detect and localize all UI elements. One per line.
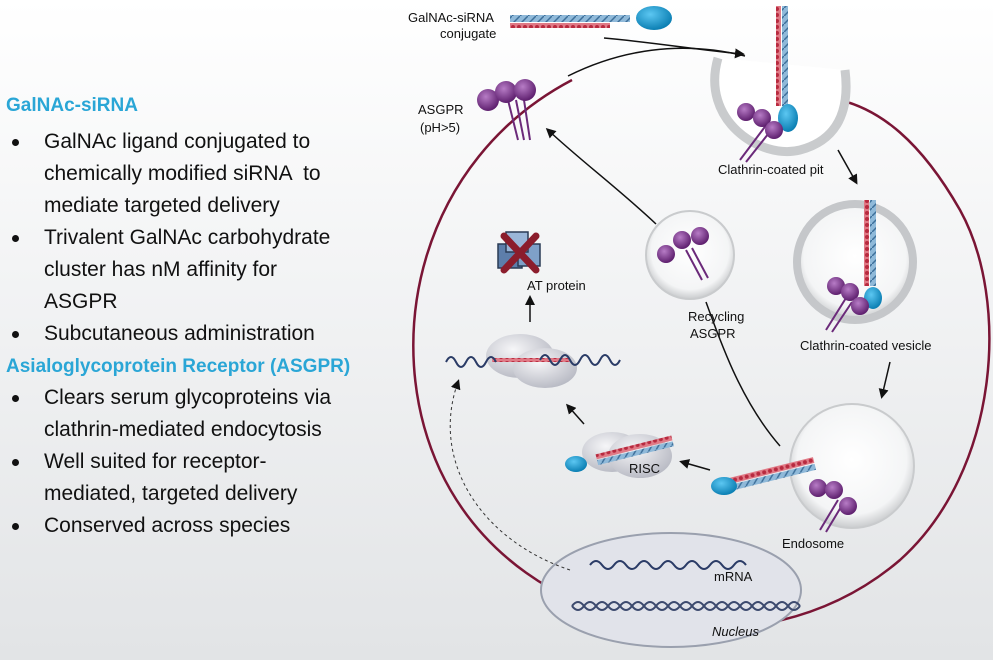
- dna-strand-b: [571, 601, 801, 611]
- recycling-label-1: Recycling: [688, 309, 744, 324]
- heading-asgpr: Asialoglycoprotein Receptor (ASGPR): [6, 356, 351, 377]
- conjugate-ligand: [636, 6, 672, 30]
- endosome-receptor: [809, 479, 857, 533]
- arrow-risc-to-mrna: [566, 403, 585, 425]
- clathrin-coated-vesicle: [793, 200, 917, 324]
- mrna-nucleus: [589, 560, 747, 570]
- vesicle-receptor-complex: [825, 200, 882, 333]
- blocked-protein-icon: [497, 231, 541, 274]
- asgpr-label-1: ASGPR: [418, 102, 464, 117]
- endosome-to-recycling-line: [705, 301, 781, 447]
- recycling-vesicle: [645, 210, 735, 300]
- pit-receptor-complex: [737, 6, 798, 163]
- text-panel: GalNAc-siRNA GalNAc ligand conjugated to…: [6, 95, 351, 537]
- nucleus-label: Nucleus: [712, 624, 759, 639]
- nucleus: [540, 532, 802, 648]
- conjugate-sirna-blue: [510, 15, 630, 22]
- dna-strand-a: [571, 601, 801, 611]
- pit-label: Clathrin-coated pit: [718, 162, 824, 177]
- mrna-label: mRNA: [714, 569, 753, 584]
- mrna-export-arrow: [449, 379, 571, 571]
- recycling-receptor: [657, 227, 709, 281]
- heading-galnac-sirna: GalNAc-siRNA: [6, 95, 138, 116]
- vesicle-label: Clathrin-coated vesicle: [800, 338, 932, 353]
- membrane-arc-entry: [567, 47, 746, 77]
- endosome-label: Endosome: [782, 536, 844, 551]
- mrna-cleavage-complex: [445, 334, 621, 388]
- released-sirna: [729, 457, 817, 491]
- cell-membrane: [412, 78, 991, 631]
- risc-complex: [565, 432, 674, 478]
- arrow-recycling-to-surface: [545, 127, 657, 225]
- arrow-vesicle-to-endosome: [878, 361, 891, 399]
- recycling-label-2: ASGPR: [690, 326, 736, 341]
- risc-label: RISC: [629, 461, 660, 476]
- released-ligand: [711, 477, 737, 495]
- arrow-endosome-to-risc: [679, 459, 711, 471]
- conjugate-sirna-red: [510, 23, 610, 28]
- conjugate-label-1: GalNAc-siRNA: [408, 10, 494, 25]
- conjugate-label-2: conjugate: [440, 26, 496, 41]
- at-protein-label: AT protein: [527, 278, 586, 293]
- arrow-pit-to-vesicle: [837, 149, 858, 185]
- asgpr-receptor-surface: [477, 79, 536, 141]
- asgpr-label-2: (pH>5): [420, 120, 460, 135]
